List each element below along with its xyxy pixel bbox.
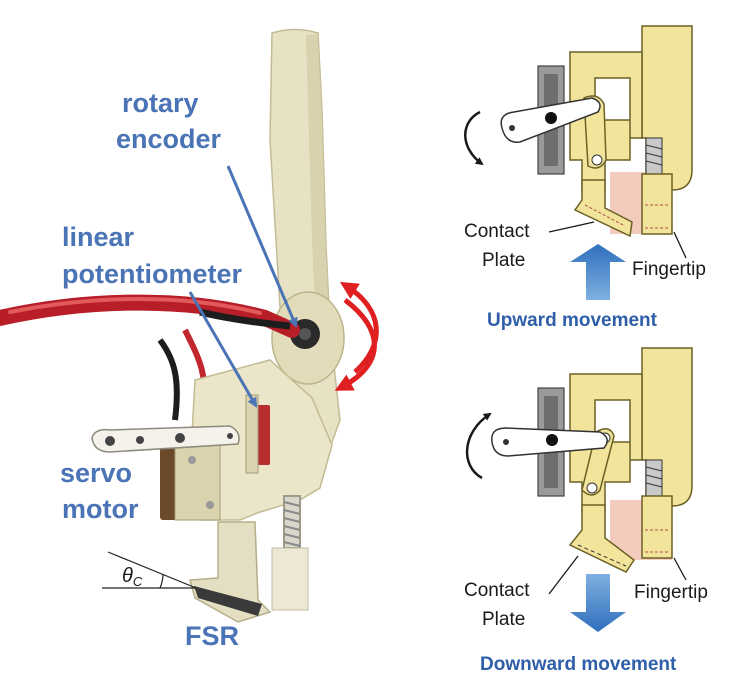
- device-photo: θC: [0, 28, 379, 623]
- rotation-arrow-down-panel: [465, 412, 492, 480]
- servo-screw-2: [206, 501, 214, 509]
- red-cable: [0, 294, 300, 338]
- linear-potentiometer-leader: [188, 291, 258, 408]
- angle-arc: [159, 573, 164, 589]
- spring: [283, 495, 301, 549]
- finger-piston-up: [641, 173, 673, 235]
- servo-front: [174, 444, 221, 521]
- fingertip-label-up: Fingertip: [632, 259, 706, 280]
- black-wire-2: [157, 338, 180, 421]
- vertical-arm-shade: [306, 34, 330, 330]
- servo-horn-hole-4: [227, 433, 233, 439]
- servo-horn: [91, 425, 240, 453]
- contact-plate-leader-down: [548, 555, 579, 595]
- rotation-arrow-up: [339, 281, 379, 374]
- black-wire: [199, 308, 291, 330]
- servo-motor-label: servo motor: [60, 458, 140, 524]
- downward-caption: Downward movement: [480, 654, 677, 675]
- angle-line-slanted: [107, 551, 197, 589]
- red-cable-highlight: [8, 297, 262, 315]
- angle-label: θC: [122, 565, 143, 589]
- fingertip-leader-up: [673, 231, 687, 259]
- linear-potentiometer-part: [256, 405, 270, 465]
- frame-up: [569, 51, 643, 191]
- fingertip-label-down: Fingertip: [634, 582, 708, 603]
- rotation-arrow-down: [334, 298, 377, 391]
- contact-plate-down: [568, 504, 636, 573]
- rotary-encoder-shaft: [299, 328, 311, 340]
- contact-plate-leader-up: [548, 221, 595, 233]
- downward-arrow: [570, 574, 626, 632]
- upward-caption: Upward movement: [487, 310, 658, 331]
- finger-piston-down: [641, 495, 673, 559]
- servo-horn-hole-2: [136, 436, 144, 444]
- upward-mechanism: [464, 25, 693, 238]
- servo-horn-hole-1: [105, 436, 115, 446]
- downward-mechanism: [465, 347, 693, 573]
- fingertip-block: [271, 547, 309, 611]
- servo-horn-hole-3: [175, 433, 185, 443]
- fsr-sensor: [194, 586, 262, 616]
- rotation-arrow-up-panel: [464, 110, 484, 166]
- servo-screw-1: [188, 456, 196, 464]
- rotary-encoder-leader: [226, 165, 298, 328]
- fingertip-leader-down: [673, 557, 687, 581]
- rotary-encoder-label: rotary encoder: [116, 88, 222, 154]
- contact-plate-label-down: Contact Plate: [464, 580, 535, 630]
- upward-arrow: [570, 244, 626, 300]
- linear-potentiometer-label: linear potentiometer: [62, 222, 243, 289]
- contact-plate-label-up: Contact Plate: [464, 221, 535, 271]
- pot-slider: [245, 394, 259, 474]
- angle-subscript: C: [133, 574, 143, 589]
- fsr-label: FSR: [185, 621, 239, 651]
